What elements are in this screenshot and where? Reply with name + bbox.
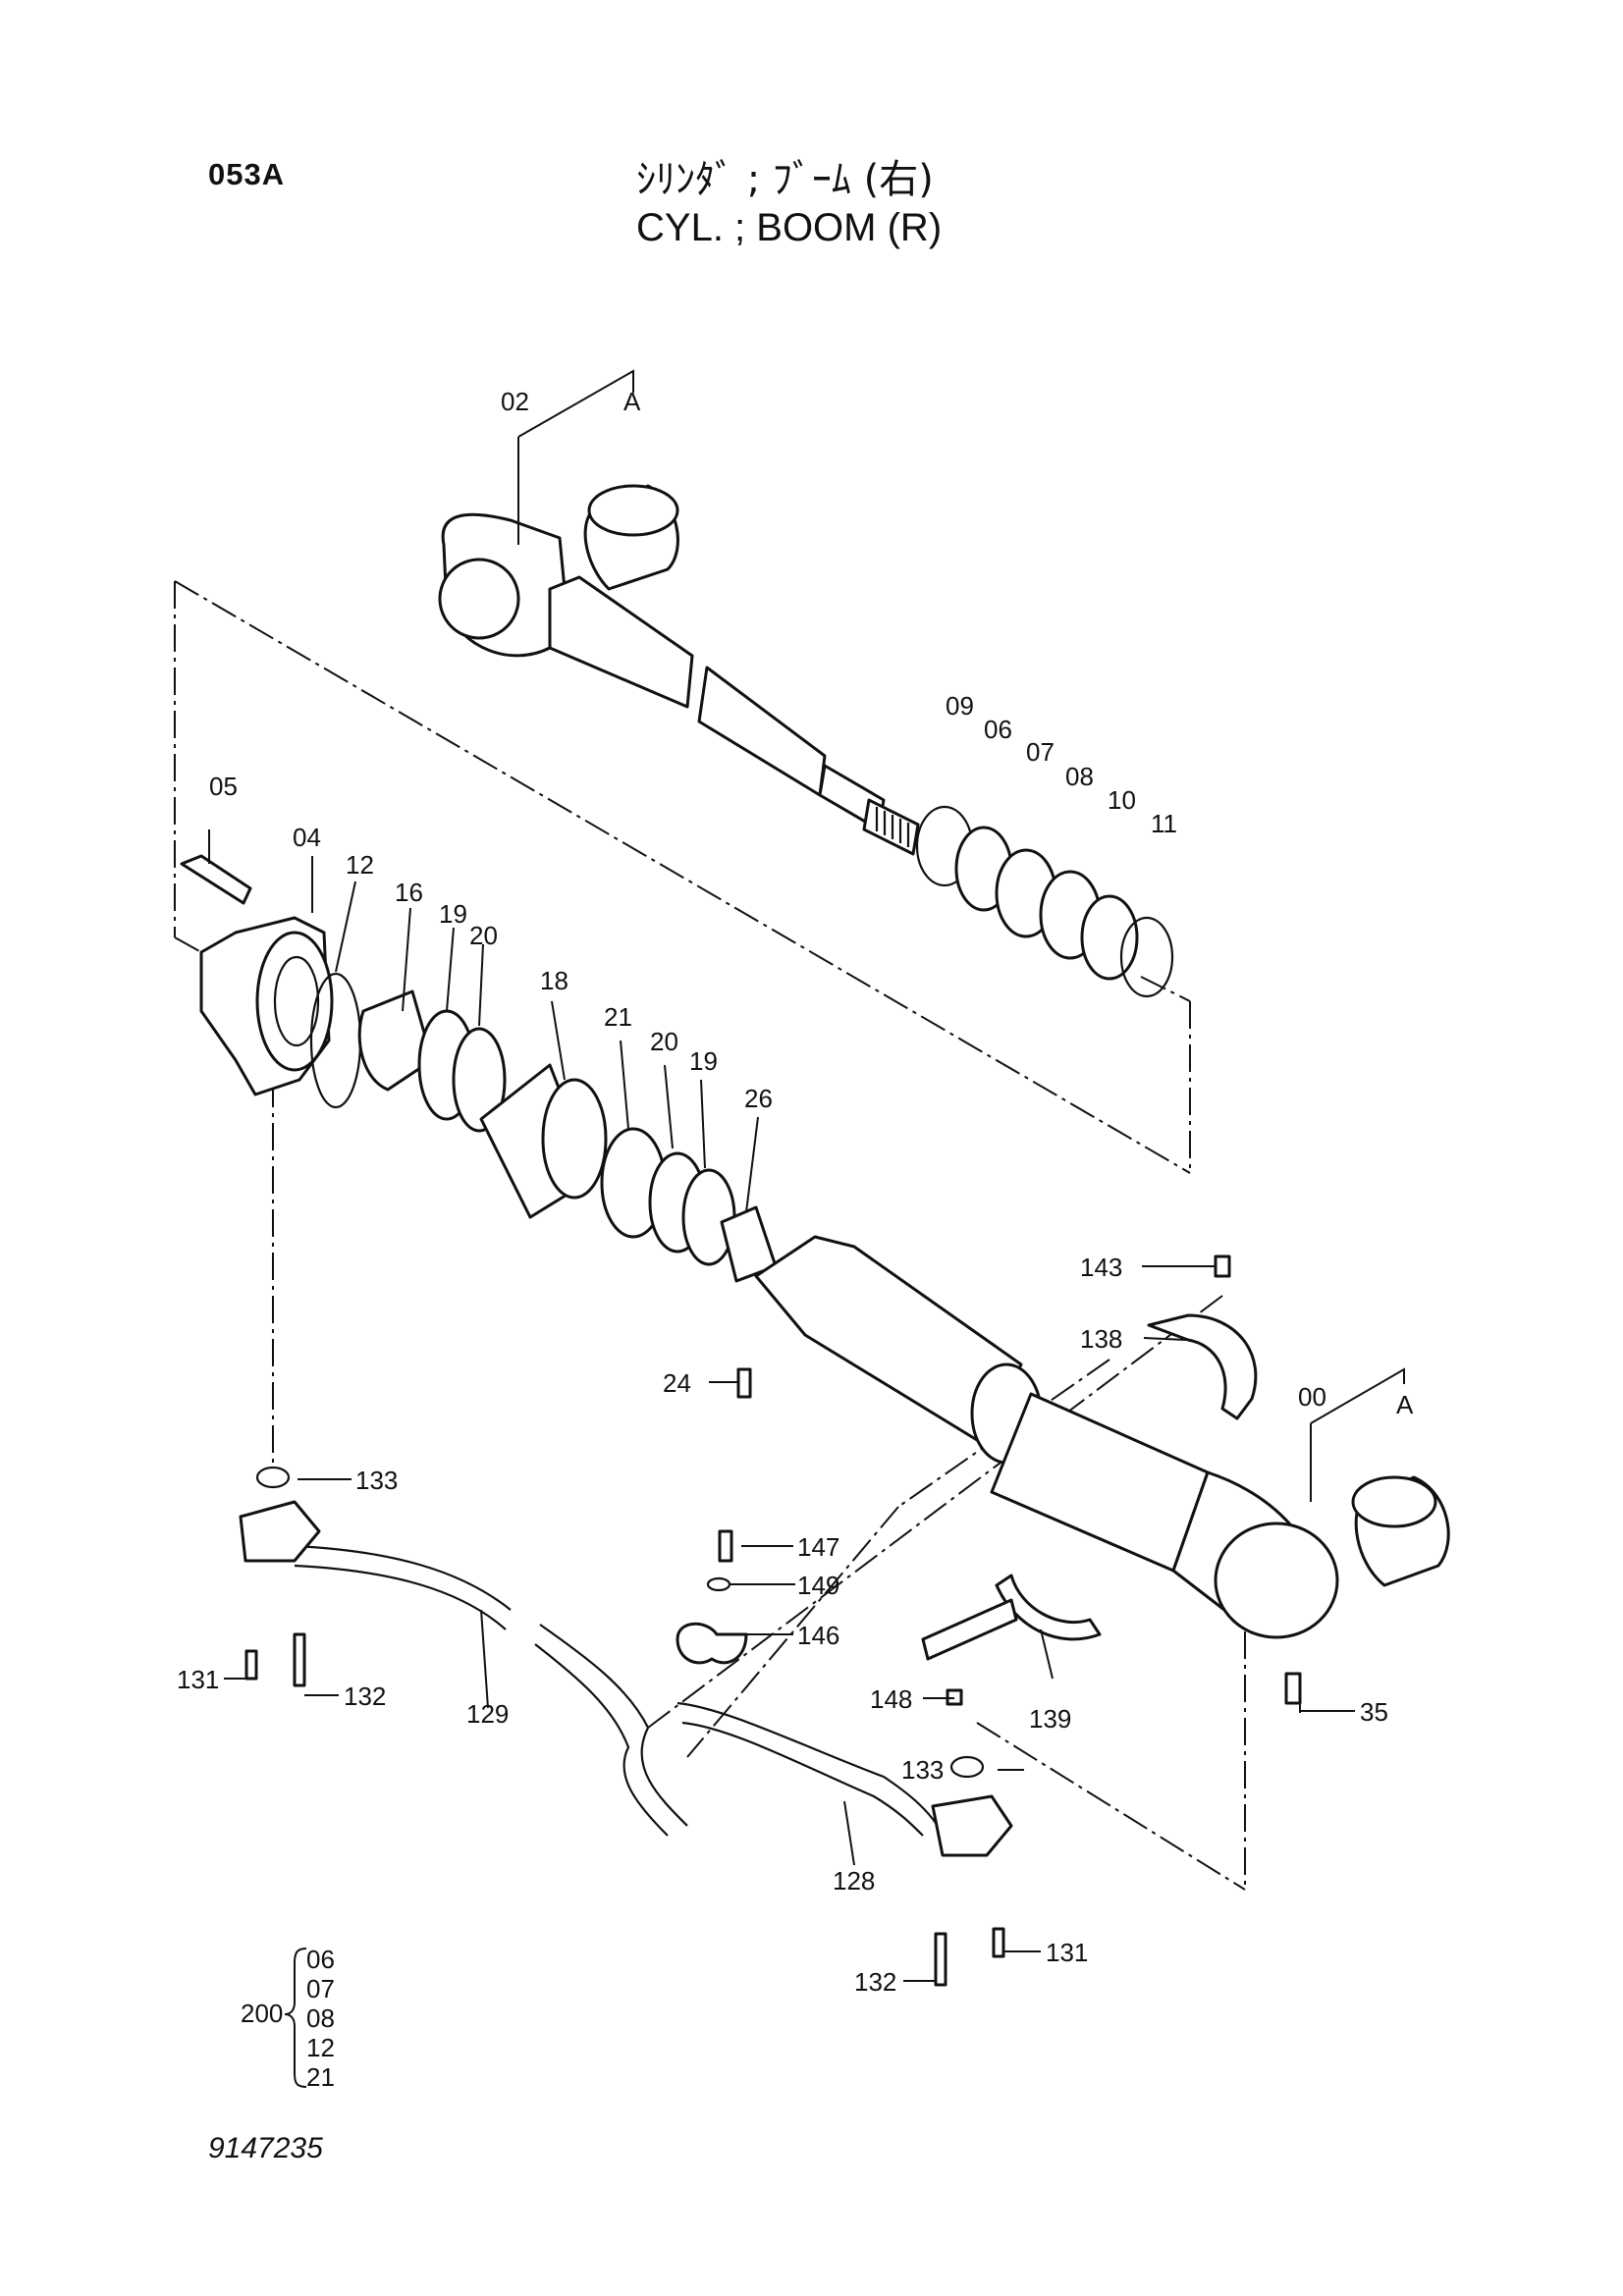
- callout-147: 147: [797, 1532, 839, 1562]
- callout-143: 143: [1080, 1253, 1122, 1282]
- callout-a-upper: A: [623, 387, 641, 416]
- kit-number: 200: [241, 1999, 283, 2028]
- callout-00: 00: [1298, 1382, 1326, 1412]
- callout-10: 10: [1108, 785, 1136, 815]
- piston-seals: [915, 805, 1174, 998]
- kit-item-5: 21: [306, 2062, 335, 2092]
- callout-131-right: 131: [1046, 1938, 1088, 1967]
- page-code: 053A: [208, 157, 286, 191]
- kit-item-1: 06: [306, 1945, 335, 1974]
- callout-21: 21: [604, 1002, 632, 1032]
- kit-item-2: 07: [306, 1974, 335, 2003]
- callout-a-lower: A: [1396, 1390, 1414, 1419]
- callout-132-right: 132: [854, 1967, 896, 1997]
- title-english: CYL. ; BOOM (R): [636, 206, 943, 249]
- fasteners: [244, 1255, 1302, 1987]
- hoses: [294, 1544, 939, 1837]
- callout-138: 138: [1080, 1324, 1122, 1354]
- callout-146: 146: [797, 1621, 839, 1650]
- callout-19-left: 19: [439, 899, 467, 929]
- callout-12: 12: [346, 850, 374, 880]
- callout-128: 128: [833, 1866, 875, 1896]
- rod-cover: [180, 854, 334, 1096]
- callout-132-left: 132: [344, 1682, 386, 1711]
- kit-item-4: 12: [306, 2033, 335, 2062]
- callout-06: 06: [984, 715, 1012, 744]
- callout-133-right: 133: [901, 1755, 944, 1785]
- callout-129: 129: [466, 1699, 509, 1729]
- callout-04: 04: [293, 823, 321, 852]
- callout-20-left: 20: [469, 921, 498, 950]
- callout-labels: 02 A 09 06 07 08 10 11 05 04 12 16 19 20…: [177, 387, 1414, 1997]
- gland-seals: [309, 972, 778, 1283]
- callout-16: 16: [395, 878, 423, 907]
- callout-08: 08: [1065, 762, 1094, 791]
- callout-09: 09: [946, 691, 974, 721]
- callout-07: 07: [1026, 737, 1055, 767]
- drawing-part-number: 9147235: [208, 2132, 323, 2164]
- clamp-bracket: [921, 1313, 1258, 1661]
- callout-24: 24: [663, 1368, 691, 1398]
- callout-18: 18: [540, 966, 568, 995]
- callout-19-right: 19: [689, 1046, 718, 1076]
- bushing-a-lower: [1351, 1475, 1450, 1587]
- cylinder-tube: [754, 1235, 1339, 1639]
- callout-20-right: 20: [650, 1027, 678, 1056]
- callout-148: 148: [870, 1684, 912, 1714]
- callout-11: 11: [1151, 809, 1177, 838]
- callout-139: 139: [1029, 1704, 1071, 1734]
- callout-133-left: 133: [355, 1466, 398, 1495]
- callout-26: 26: [744, 1084, 773, 1113]
- title-japanese: ｼﾘﾝﾀﾞ ; ﾌﾞｰﾑ (右): [636, 157, 934, 202]
- kit-list: 200 06 07 08 12 21: [241, 1945, 335, 2092]
- callout-02: 02: [501, 387, 529, 416]
- callout-05: 05: [209, 772, 238, 801]
- bushing-a-upper: [583, 484, 679, 591]
- callout-131-left: 131: [177, 1665, 219, 1694]
- hose-clamp: [676, 1622, 748, 1665]
- piston-rod: [438, 512, 920, 856]
- callout-35: 35: [1360, 1697, 1388, 1727]
- kit-item-3: 08: [306, 2003, 335, 2033]
- callout-149: 149: [797, 1571, 839, 1600]
- leader-lines: [208, 369, 1405, 1982]
- flange-blocks: [239, 1466, 1013, 1857]
